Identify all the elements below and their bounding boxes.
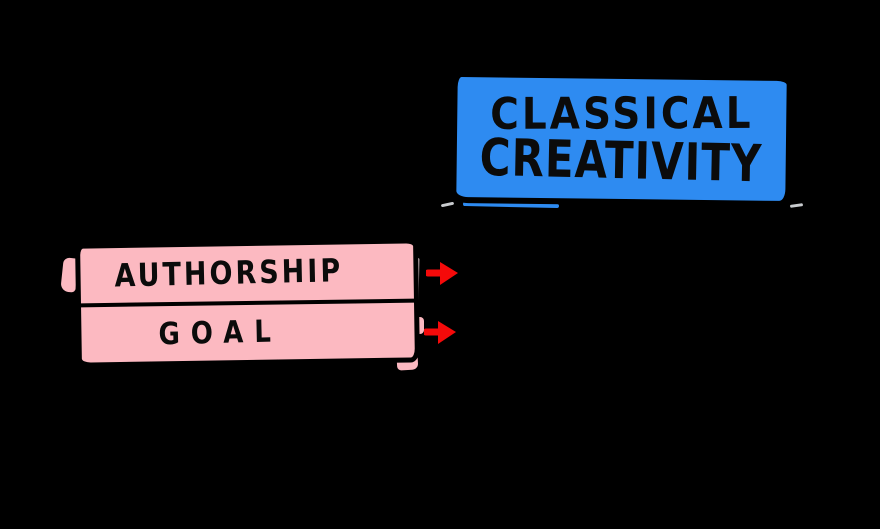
- authorship-label: AUTHORSHIP: [114, 252, 344, 295]
- authorship-goal-table: AUTHORSHIP GOAL: [75, 238, 420, 368]
- classical-label-line2: CREATIVITY: [479, 127, 764, 194]
- goal-label: GOAL: [157, 313, 283, 353]
- goal-arrow-icon: [424, 321, 456, 344]
- pencil-tick-right: [789, 203, 804, 208]
- authorship-arrow-icon: [426, 262, 458, 285]
- authorship-row: AUTHORSHIP: [80, 243, 414, 303]
- pencil-tick-left: [440, 201, 455, 208]
- goal-row: GOAL: [81, 302, 415, 362]
- classical-creativity-box: CLASSICAL CREATIVITY: [450, 70, 793, 208]
